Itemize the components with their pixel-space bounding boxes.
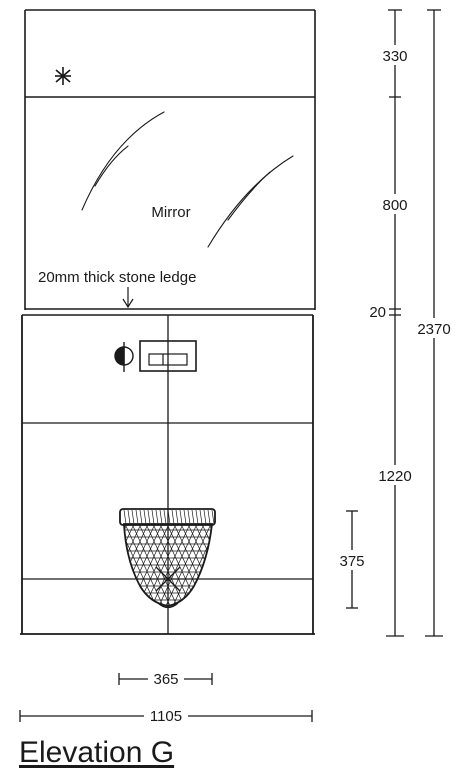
ledge-thickness-dimension-label: 20 — [369, 304, 386, 321]
mirror-height-dimension-label: 800 — [382, 197, 407, 214]
pan-height-label: 375 — [339, 553, 364, 570]
lower-tile-section — [20, 315, 315, 635]
mirror-label: Mirror — [151, 204, 190, 221]
vertical-dimension-string — [386, 9, 404, 637]
pan-width-dimension-label: 365 — [153, 671, 178, 688]
mirror-reflection-lines — [81, 111, 294, 248]
elevation-title: Elevation G — [19, 736, 175, 769]
stone-ledge — [22, 308, 315, 316]
overall-width-dimension-label: 1105 — [150, 708, 182, 725]
upper-panel — [24, 9, 316, 310]
upper-panel-dimension-label: 330 — [382, 48, 407, 65]
lower-section-dimension-label: 1220 — [378, 468, 411, 485]
ledge-arrow — [122, 287, 134, 309]
ledge-label: 20mm thick stone ledge — [38, 269, 196, 286]
asterisk-light-icon — [55, 67, 71, 85]
dual-flush-plate-icon — [139, 340, 197, 372]
half-filled-circle-valve-icon — [114, 342, 134, 372]
pan-rim-hatch — [123, 509, 215, 525]
overall-height-dimension-label: 2370 — [417, 321, 450, 338]
wall-hung-pan-icon — [119, 508, 216, 609]
